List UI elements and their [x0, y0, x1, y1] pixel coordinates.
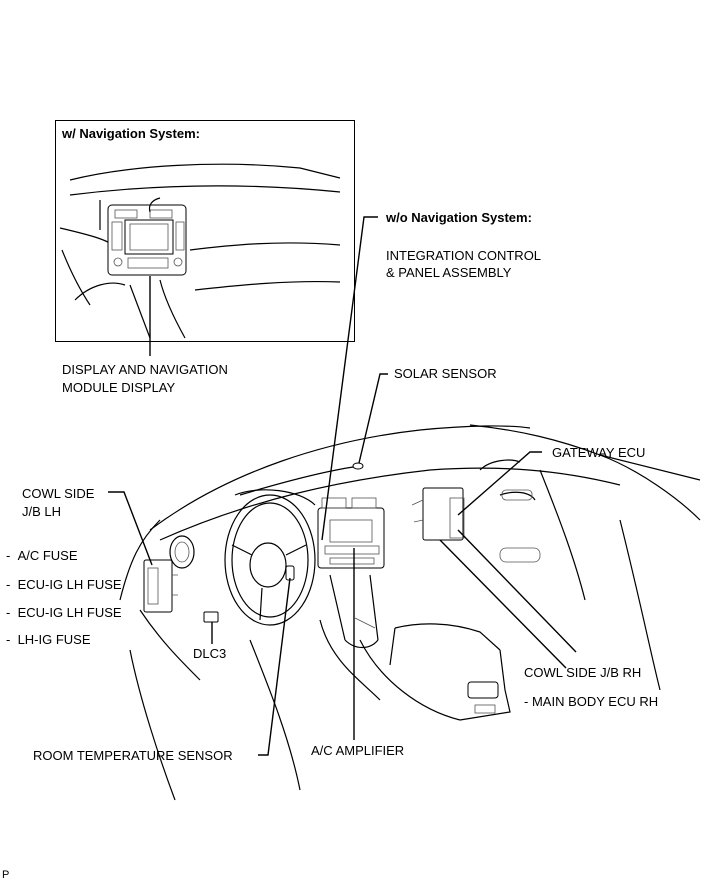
ac-amplifier-label: A/C AMPLIFIER [311, 743, 405, 758]
cowl-side-jb-lh-label-line1: COWL SIDE [22, 486, 95, 501]
footer-code: P [2, 869, 10, 881]
display-navigation-label-line1: DISPLAY AND NAVIGATION [62, 362, 228, 377]
navigation-inset-frame [55, 120, 355, 342]
wo-navigation-label: w/o Navigation System: [386, 210, 532, 225]
inset-title: w/ Navigation System: [62, 126, 200, 141]
leader-lines [108, 216, 577, 756]
main-body-ecu-rh-label: - MAIN BODY ECU RH [524, 694, 659, 709]
gateway-ecu-label: GATEWAY ECU [552, 445, 646, 460]
ecu-ig-lh-fuse-label: - ECU-IG LH FUSE [6, 577, 122, 592]
integration-control-label-line2: & PANEL ASSEMBLY [386, 265, 512, 280]
integration-control-label-line1: INTEGRATION CONTROL [386, 248, 542, 263]
display-navigation-label-line2: MODULE DISPLAY [62, 380, 176, 395]
cowl-side-jb-lh-label-line2: J/B LH [22, 504, 62, 519]
dlc3-label: DLC3 [193, 646, 227, 661]
cowl-side-jb-rh-label: COWL SIDE J/B RH [524, 665, 642, 680]
main-dashboard-sketch [119, 424, 701, 801]
solar-sensor-label: SOLAR SENSOR [394, 366, 497, 381]
room-temperature-sensor-label: ROOM TEMPERATURE SENSOR [33, 748, 233, 763]
ac-fuse-label: - A/C FUSE [6, 548, 78, 563]
lh-ig-fuse-label: - LH-IG FUSE [6, 632, 91, 647]
inset-dashboard-sketch [59, 163, 341, 339]
ecu-ig-lh-fuse-label-2: - ECU-IG LH FUSE [6, 605, 122, 620]
